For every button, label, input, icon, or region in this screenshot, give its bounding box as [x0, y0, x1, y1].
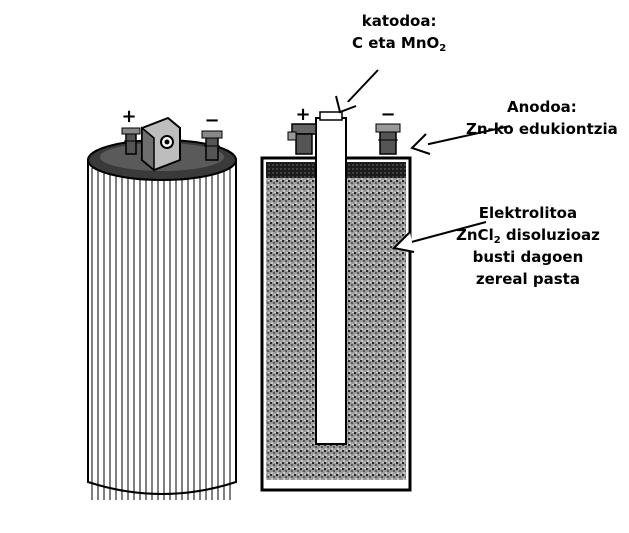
- electrolyte-label-solution: ZnCl2 disoluzioaz: [456, 226, 600, 246]
- cell-plus-screw: [121, 127, 141, 155]
- cell-exterior: [87, 116, 237, 500]
- carbon-rod: [315, 117, 347, 445]
- sealing-layer-left: [266, 162, 316, 178]
- section-minus-sign: −: [380, 104, 395, 125]
- anode-arrow: [410, 125, 511, 155]
- electrolyte-label-title: Elektrolitoa: [478, 204, 578, 222]
- cathode-label-title: katodoa:: [361, 12, 437, 30]
- cathode-label-material: C eta MnO2: [352, 34, 447, 54]
- anode-label: Anodoa: Zn-ko edukiontzia: [466, 96, 618, 140]
- section-minus-screw: [375, 123, 401, 155]
- anode-label-title: Anodoa:: [506, 98, 577, 116]
- cathode-arrow: [335, 69, 379, 114]
- sealing-layer-right: [346, 162, 406, 178]
- cathode-label: katodoa: C eta MnO2: [352, 10, 446, 54]
- anode-label-material: Zn-ko edukiontzia: [466, 120, 618, 138]
- electrolyte-label-line3: busti dagoen: [472, 248, 584, 266]
- cell-body: [87, 159, 237, 495]
- cell-carbon-cap: [141, 116, 181, 172]
- cell-plus-sign: +: [121, 106, 136, 127]
- electrolyte-label: Elektrolitoa ZnCl2 disoluzioaz busti dag…: [456, 202, 600, 290]
- cell-minus-screw: [201, 130, 223, 161]
- cell-minus-sign: −: [204, 110, 219, 131]
- cell-cross-section: [260, 111, 412, 492]
- cell-ribs: [91, 168, 231, 500]
- electrolyte-label-line4: zereal pasta: [475, 270, 580, 288]
- electrolyte-arrow: [391, 221, 487, 253]
- section-plus-sign: +: [295, 104, 310, 125]
- section-plus-screw: [287, 123, 317, 155]
